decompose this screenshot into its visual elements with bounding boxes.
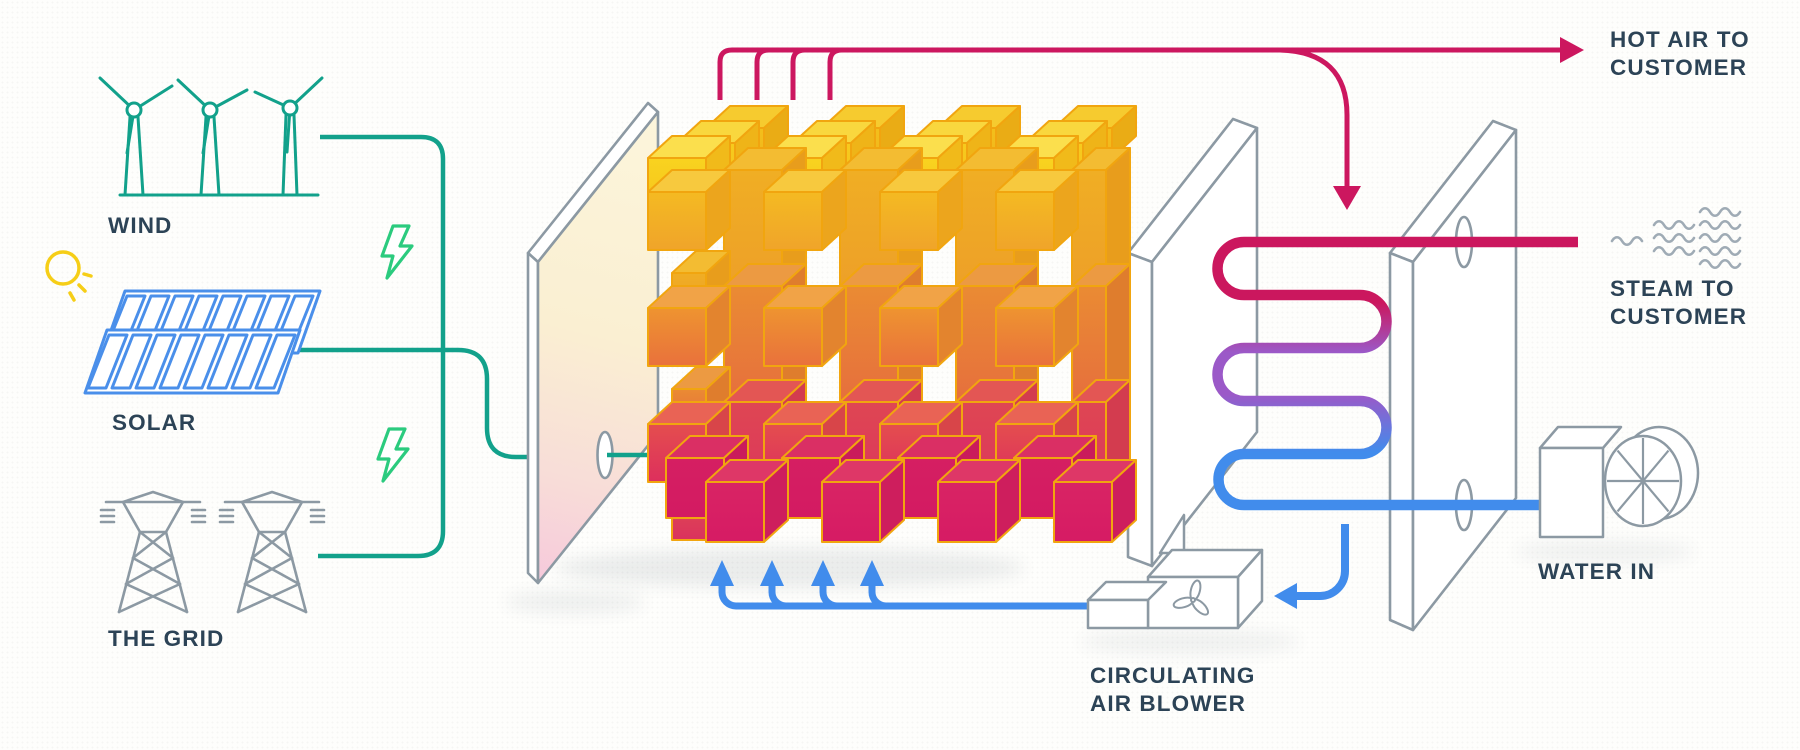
down-arrow-icon: [1333, 186, 1361, 210]
wind-turbines-icon: [98, 76, 324, 197]
middle-panel: [1126, 117, 1259, 568]
hot-air-arrow-icon: [1560, 37, 1584, 63]
blower-label-line1: CIRCULATING: [1090, 663, 1255, 688]
water-in-label: WATER IN: [1538, 559, 1655, 584]
input-panel: [526, 101, 660, 585]
heat-exchanger-coil: [1212, 236, 1578, 511]
circulating-air-pipe: [710, 560, 1088, 610]
wind-label: WIND: [108, 213, 172, 238]
steam-waves-icon: [1610, 206, 1742, 270]
up-arrow-icons: [710, 560, 884, 586]
hot-air-label-line1: HOT AIR TO: [1610, 27, 1750, 52]
propeller-icon: [1172, 579, 1210, 616]
steam-label-line2: CUSTOMER: [1610, 304, 1747, 329]
shadows: [505, 540, 1695, 655]
hot-air-pipe: [717, 37, 1584, 210]
lightning-bolt-icon: [380, 224, 414, 280]
air-blower-icon: [1086, 513, 1264, 630]
grid-label: THE GRID: [108, 626, 224, 651]
lightning-bolt-icon: [376, 427, 410, 483]
blower-label-line2: AIR BLOWER: [1090, 691, 1246, 716]
electricity-lines: [292, 134, 530, 559]
output-panel: [1388, 119, 1518, 632]
water-fan-icon: [1538, 425, 1700, 539]
transmission-towers-icon: [99, 490, 326, 614]
solar-panels-icon: [83, 289, 322, 395]
solar-label: SOLAR: [112, 410, 196, 435]
air-return-arrow: [1274, 524, 1349, 609]
steam-label-line1: STEAM TO: [1610, 276, 1735, 301]
hot-air-label-line2: CUSTOMER: [1610, 55, 1747, 80]
sun-icon: [45, 250, 93, 302]
heat-storage-brick-stack: [647, 105, 1137, 543]
